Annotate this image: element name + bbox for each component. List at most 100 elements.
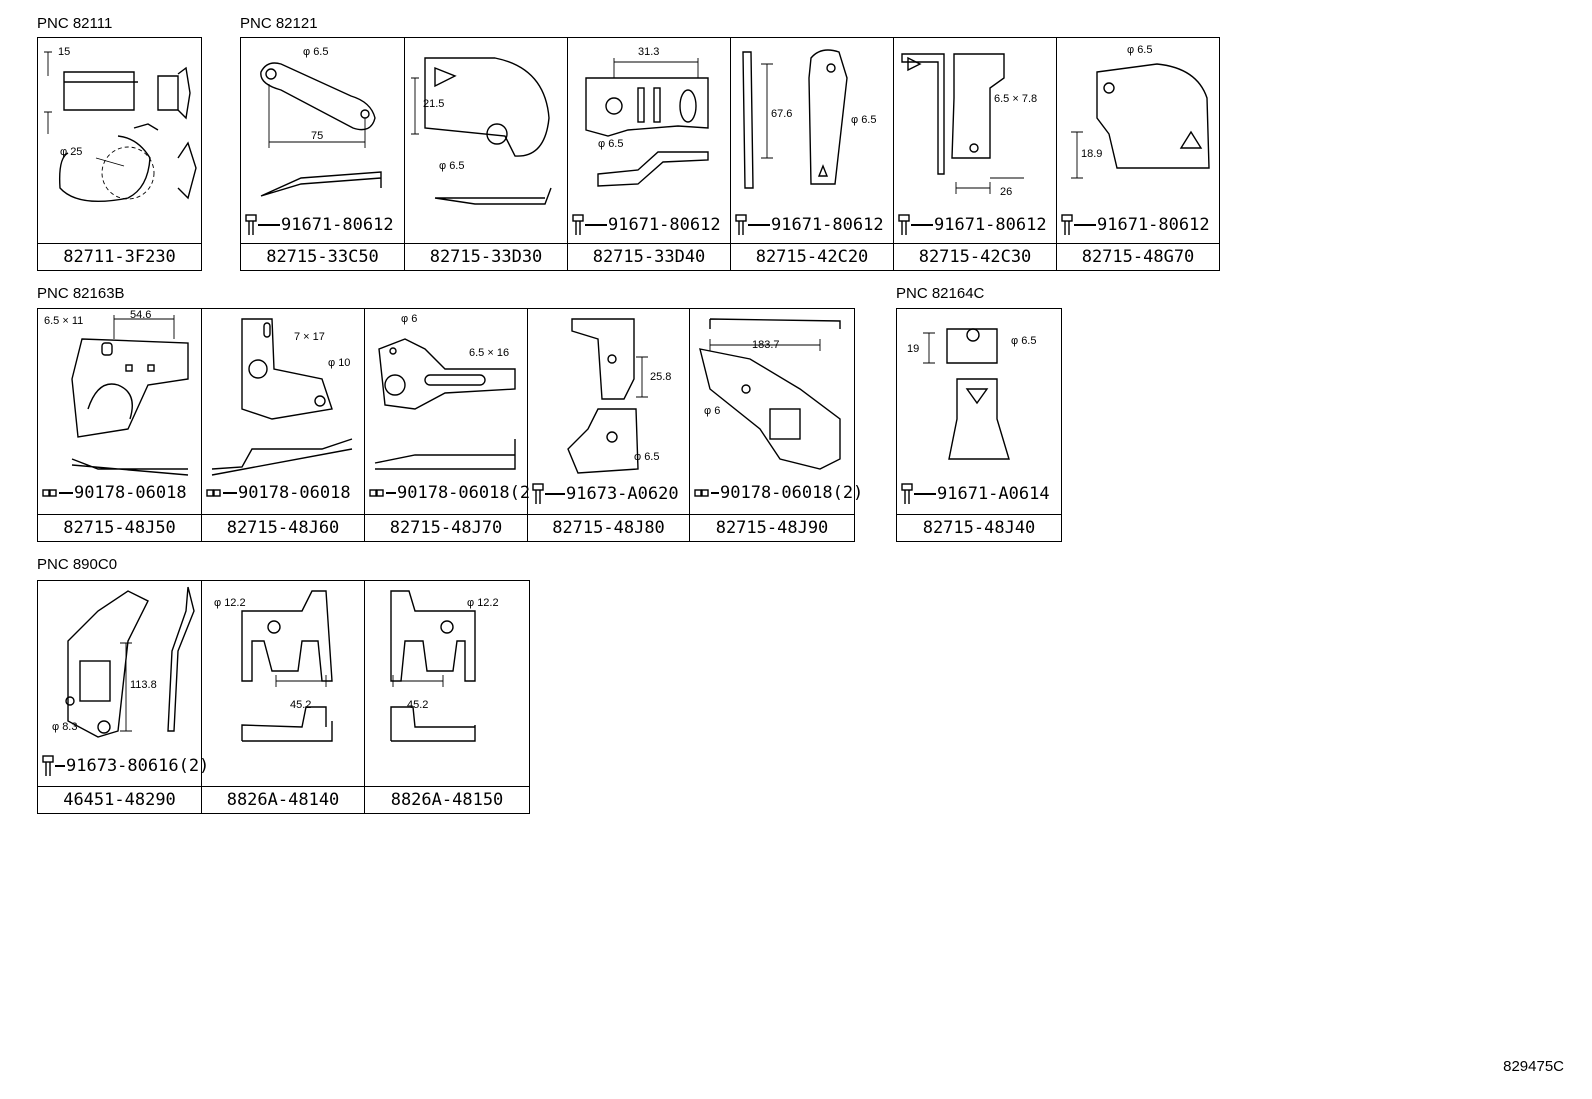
dimension-label: 6.5 × 16 xyxy=(469,347,510,359)
fastener-part-number[interactable]: 91671-80612 xyxy=(771,215,884,235)
pnc-group-82163b: 6.5 × 11 54.6 90178-06018 82715-48J50 7 … xyxy=(37,308,863,542)
bolt-icon xyxy=(1061,214,1073,235)
dimension-label: φ 6.5 xyxy=(1127,44,1153,56)
bracket-drawing xyxy=(65,586,195,738)
bracket-drawing xyxy=(585,58,709,187)
figure-code: 829475C xyxy=(1503,1058,1564,1075)
dimension-label: 54.6 xyxy=(130,309,152,321)
part-number[interactable]: 8826A-48150 xyxy=(365,786,529,813)
fastener-part-number[interactable]: 91671-A0614 xyxy=(937,484,1050,504)
part-cell[interactable]: 21.5 φ 6.5 82715-33D30 xyxy=(405,38,568,270)
bracket-drawing xyxy=(901,53,1024,194)
fastener-callout: 90178-06018(2 xyxy=(369,483,530,503)
fastener-callout: 91671-80612 xyxy=(572,214,721,236)
bracket-drawing xyxy=(71,315,189,476)
stud-icon xyxy=(369,489,384,497)
part-cell[interactable]: 113.8 φ 8.3 91673-80616(2) 46451-48290 xyxy=(38,581,209,813)
bracket-drawing xyxy=(699,318,841,470)
bracket-drawing xyxy=(923,328,1010,460)
fastener-callout: 91671-80612 xyxy=(898,214,1047,236)
stud-icon xyxy=(694,489,709,497)
bracket-drawing xyxy=(742,49,848,189)
stud-icon xyxy=(206,489,221,497)
part-number[interactable]: 82715-48J50 xyxy=(38,514,201,541)
bolt-icon xyxy=(572,214,584,235)
pnc-label: PNC 890C0 xyxy=(37,556,118,573)
fastener-part-number[interactable]: 91671-80612 xyxy=(281,215,394,235)
fastener-callout: 90178-06018(2) xyxy=(694,483,863,503)
fastener-callout: 91671-A0614 xyxy=(901,483,1050,505)
fastener-callout: 91671-80612 xyxy=(735,214,884,236)
clamp-drawing xyxy=(44,51,197,203)
part-number[interactable]: 82715-48G70 xyxy=(1057,243,1219,270)
dimension-label: φ 6.5 xyxy=(303,46,329,58)
dimension-label: 25.8 xyxy=(650,371,672,383)
fastener-part-number[interactable]: 91671-80612 xyxy=(608,215,721,235)
dimension-label: φ 25 xyxy=(60,146,83,158)
fastener-callout: 91671-80612 xyxy=(245,214,394,236)
fastener-callout: 90178-06018 xyxy=(206,483,351,503)
bracket-drawing xyxy=(241,590,333,742)
part-cell[interactable]: φ 6.5 75 91671-80612 82715-33C50 xyxy=(241,38,405,270)
part-cell[interactable]: 31.3 φ 6.5 91671-80612 82715-33D40 xyxy=(568,38,731,270)
part-cell[interactable]: 6.5 × 11 54.6 90178-06018 82715-48J50 xyxy=(38,309,202,541)
dimension-label: φ 6 xyxy=(704,405,721,417)
part-number[interactable]: 82715-48J60 xyxy=(202,514,364,541)
dimension-label: 21.5 xyxy=(423,98,445,110)
part-cell[interactable]: φ 6.5 18.9 91671-80612 82715-48G70 xyxy=(1057,38,1219,270)
part-number[interactable]: 82715-48J80 xyxy=(528,514,689,541)
fastener-part-number[interactable]: 91671-80612 xyxy=(934,215,1047,235)
dimension-label: φ 6.5 xyxy=(851,114,877,126)
fastener-part-number[interactable]: 90178-06018 xyxy=(238,483,351,503)
part-number[interactable]: 46451-48290 xyxy=(38,786,201,813)
part-number[interactable]: 82715-33C50 xyxy=(241,243,404,270)
bolt-icon xyxy=(532,483,544,504)
bracket-drawing xyxy=(411,57,552,205)
part-number[interactable]: 82715-42C30 xyxy=(894,243,1056,270)
pnc-group-82121: φ 6.5 75 91671-80612 82715-33C50 21.5 φ … xyxy=(240,37,1220,271)
bolt-icon xyxy=(245,214,257,235)
fastener-part-number[interactable]: 91673-80616(2) xyxy=(66,756,210,776)
part-cell[interactable]: 15 φ 25 82711-3F230 xyxy=(38,38,201,270)
dimension-label: 19 xyxy=(907,343,920,355)
fastener-part-number[interactable]: 90178-06018(2 xyxy=(397,483,531,503)
part-number[interactable]: 82715-33D40 xyxy=(568,243,730,270)
fastener-part-number[interactable]: 91671-80612 xyxy=(1097,215,1210,235)
part-cell[interactable]: 25.8 φ 6.5 91673-A0620 82715-48J80 xyxy=(528,309,690,541)
dimension-label: 183.7 xyxy=(752,339,780,351)
part-cell[interactable]: 67.6 φ 6.5 91671-80612 82715-42C20 xyxy=(731,38,894,270)
part-number[interactable]: 82715-42C20 xyxy=(731,243,893,270)
part-cell[interactable]: φ 12.2 45.2 8826A-48140 xyxy=(202,581,365,813)
bolt-icon xyxy=(898,214,910,235)
part-cell[interactable]: φ 6 6.5 × 16 90178-06018(2 82715-48J70 xyxy=(365,309,530,541)
part-cell[interactable]: 6.5 × 7.8 26 91671-80612 82715-42C30 xyxy=(894,38,1057,270)
fastener-part-number[interactable]: 90178-06018(2) xyxy=(720,483,864,503)
part-cell[interactable]: 7 × 17 φ 10 90178-06018 82715-48J60 xyxy=(202,309,365,541)
pnc-label: PNC 82163B xyxy=(37,285,125,302)
dimension-label: φ 6.5 xyxy=(634,451,660,463)
dimension-label: φ 6.5 xyxy=(1011,335,1037,347)
bolt-icon xyxy=(735,214,747,235)
dimension-label: 7 × 17 xyxy=(294,331,325,343)
bolt-icon xyxy=(901,483,913,504)
part-cell[interactable]: 183.7 φ 6 90178-06018(2) 82715-48J90 xyxy=(690,309,863,541)
part-number[interactable]: 82715-48J70 xyxy=(365,514,527,541)
part-number[interactable]: 82715-33D30 xyxy=(405,243,567,270)
part-cell[interactable]: 19 φ 6.5 91671-A0614 82715-48J40 xyxy=(897,309,1061,541)
dimension-label: φ 12.2 xyxy=(467,597,499,609)
fastener-callout: 90178-06018 xyxy=(42,483,187,503)
dimension-label: 45.2 xyxy=(407,699,429,711)
pnc-label: PNC 82164C xyxy=(896,285,985,302)
bracket-drawing xyxy=(211,318,353,476)
part-number[interactable]: 8826A-48140 xyxy=(202,786,364,813)
fastener-callout: 91673-A0620 xyxy=(532,483,679,505)
fastener-part-number[interactable]: 90178-06018 xyxy=(74,483,187,503)
dimension-label: φ 10 xyxy=(328,357,351,369)
fastener-part-number[interactable]: 91673-A0620 xyxy=(566,484,679,504)
part-number[interactable]: 82715-48J40 xyxy=(897,514,1061,541)
dimension-label: φ 12.2 xyxy=(214,597,246,609)
dimension-label: 75 xyxy=(311,130,324,142)
part-number[interactable]: 82711-3F230 xyxy=(38,243,201,270)
part-cell[interactable]: φ 12.2 45.2 8826A-48150 xyxy=(365,581,529,813)
part-number[interactable]: 82715-48J90 xyxy=(690,514,854,541)
